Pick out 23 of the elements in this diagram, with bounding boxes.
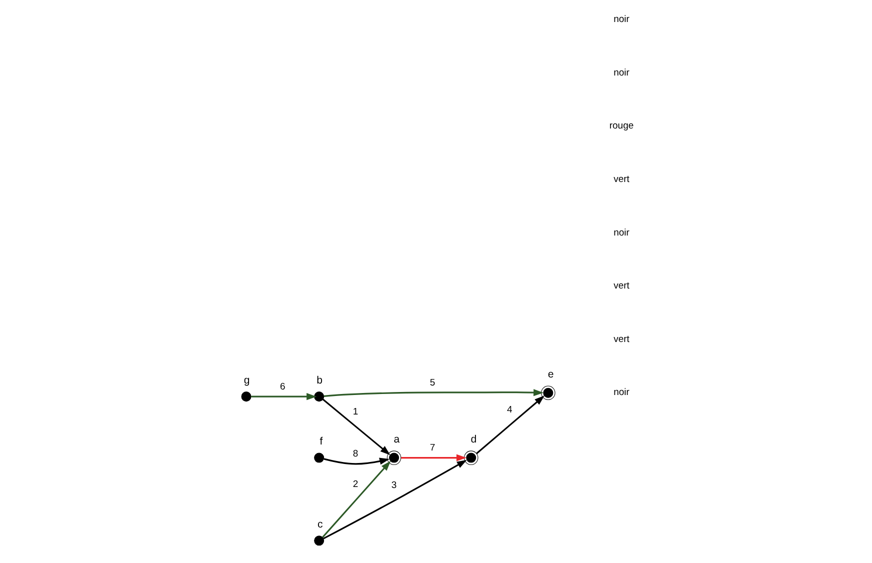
label: noir	[614, 387, 630, 398]
edge-label: 2	[352, 479, 358, 490]
label: vert	[614, 174, 630, 185]
node-label: d	[470, 433, 477, 446]
edge-label: 3	[391, 480, 397, 492]
node-label: e	[548, 368, 554, 381]
edge-label: 7	[430, 442, 436, 454]
label: noir	[614, 14, 630, 26]
edge-label: 1	[352, 406, 358, 418]
label: vert	[614, 280, 630, 292]
edge-label: 5	[430, 378, 436, 389]
node-label: a	[394, 433, 400, 446]
node-label: f	[320, 436, 323, 448]
label: noir	[614, 227, 630, 238]
node-label: c	[318, 518, 323, 530]
label: rouge	[609, 120, 634, 132]
label: noir	[614, 67, 630, 78]
node-label: b	[316, 374, 323, 386]
node-label: g	[244, 374, 250, 386]
edge-label: 4	[506, 404, 512, 416]
edge-label: 6	[280, 381, 286, 392]
edge-label: 8	[352, 448, 358, 460]
label: vert	[614, 334, 630, 345]
